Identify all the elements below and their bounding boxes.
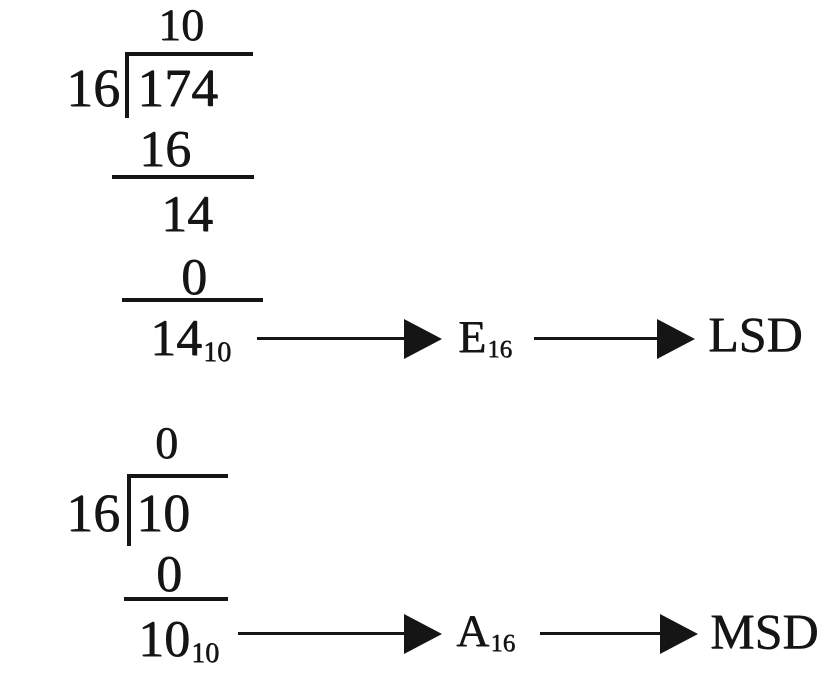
decimal-remainder: 1410 [150,310,232,369]
remainder-line [122,298,263,302]
hex-value: E [458,311,487,362]
subtraction-line [124,597,228,601]
hex-value: A [456,605,490,656]
division-bracket-side [125,52,129,118]
arrow-line [238,632,404,635]
remainder-value: 10 [138,611,190,668]
hex-digit: E16 [458,311,512,364]
decimal-remainder: 1010 [138,611,220,670]
subtraction-line [112,175,254,179]
dividend: 10 [136,483,190,543]
arrow-line [540,632,660,635]
hex-digit: A16 [456,605,516,658]
significance-label: MSD [710,603,819,659]
arrow-line [257,337,405,340]
dividend: 174 [137,58,218,118]
partial-remainder: 14 [161,186,213,243]
arrow-right-icon [660,614,698,654]
base-subscript: 16 [487,336,512,364]
base-subscript: 10 [203,337,232,369]
division-bracket-top [127,474,228,478]
divisor: 16 [66,58,120,118]
subtrahend: 0 [156,546,182,603]
arrow-line [534,337,657,340]
final-subtrahend: 0 [181,249,207,306]
division-bracket-top [125,52,253,56]
base-subscript: 10 [191,638,220,670]
arrow-right-icon [404,319,442,359]
significance-label: LSD [708,306,803,362]
division-bracket-side [127,474,131,546]
subtrahend: 16 [139,121,191,178]
divisor: 16 [66,483,120,543]
base-subscript: 16 [490,630,516,658]
quotient: 0 [155,417,178,468]
arrow-right-icon [657,319,695,359]
quotient: 10 [158,0,204,50]
remainder-value: 14 [150,310,202,367]
arrow-right-icon [404,614,442,654]
